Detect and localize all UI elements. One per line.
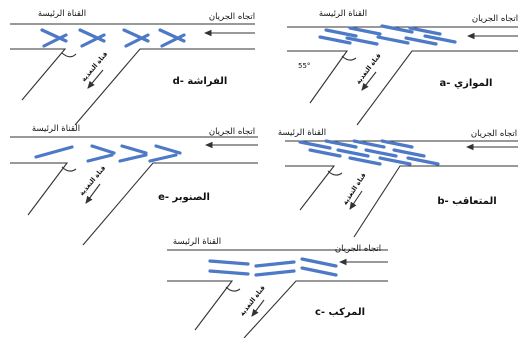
branch-flow-arrow [85, 183, 101, 204]
branch-channel-label: قناة التغذية [341, 171, 368, 206]
branch-flow-arrow [251, 299, 265, 317]
branch-channel-label: قناة التغذية [80, 50, 110, 83]
panel-caption: d- الفراشة [173, 76, 228, 87]
main-channel-label: القناة الرئيسة [278, 128, 326, 138]
vane-array [298, 139, 440, 166]
vane-array [208, 257, 338, 277]
branch-flow-arrow [361, 71, 377, 91]
angle-arc [61, 166, 77, 172]
flow-direction-label: اتجاه الجريان [471, 129, 517, 139]
angle-arc [61, 52, 77, 58]
main-channel-label: القناة الرئيسة [319, 9, 367, 19]
main-channel-label: القناة الرئيسة [32, 124, 80, 134]
vane-array [318, 24, 457, 46]
flow-direction-label: اتجاه الجريان [209, 127, 255, 137]
panel-caption: e- الصنوبر [158, 192, 210, 203]
angle-arc [225, 286, 241, 292]
main-channel [287, 26, 518, 126]
panel-caption: c- المركب [315, 307, 365, 318]
flow-direction-label: اتجاه الجريان [209, 12, 255, 22]
panel-b: القناة الرئيسة اتجاه الجريان قناة التغذي… [278, 128, 518, 238]
panel-e: القناة الرئيسة اتجاه الجريان قناة التغذي… [10, 124, 258, 246]
flow-direction-label: اتجاه الجريان [472, 14, 518, 24]
angle-arc [341, 55, 357, 61]
branch-flow-arrow [87, 69, 104, 89]
panel-a: القناة الرئيسة اتجاه الجريان 55° قناة ال… [287, 9, 518, 126]
vane-array [40, 28, 186, 48]
main-channel [285, 140, 518, 238]
main-channel [10, 23, 255, 126]
main-channel [10, 136, 258, 246]
panel-d: القناة الرئيسة اتجاه الجريان قناة التغذي… [10, 9, 255, 126]
angle-label: 55° [298, 62, 310, 70]
vane-array [34, 144, 182, 163]
panel-caption: b- المتعاقب [437, 196, 496, 207]
panel-caption: a- الموازي [440, 78, 493, 89]
main-channel [167, 249, 388, 338]
panel-c: القناة الرئيسة اتجاه الجريان قناة التغذي… [167, 237, 388, 338]
branch-channel-label: قناة التغذية [78, 164, 108, 197]
main-channel-label: القناة الرئيسة [38, 9, 86, 19]
main-channel-label: القناة الرئيسة [173, 237, 221, 247]
angle-arc [327, 170, 343, 176]
branch-channel-label: قناة التغذية [238, 284, 267, 318]
branch-flow-arrow [349, 190, 363, 210]
branch-channel-label: قناة التغذية [354, 52, 382, 86]
flow-direction-label: اتجاه الجريان [335, 244, 381, 254]
